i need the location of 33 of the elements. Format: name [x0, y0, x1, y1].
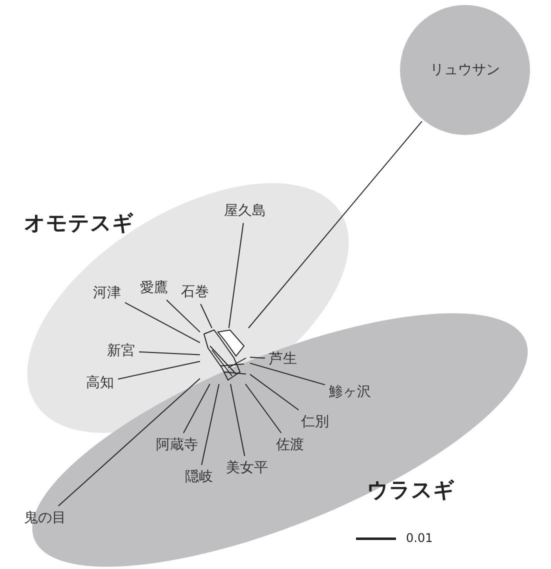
- branch-line: [118, 360, 200, 380]
- branch-line: [166, 300, 200, 333]
- taxon-label: リュウサン: [430, 61, 500, 79]
- taxon-label: 佐渡: [274, 435, 306, 455]
- group-heading: ウラスギ: [367, 477, 455, 504]
- branch-line: [124, 302, 200, 344]
- branch-line: [250, 374, 300, 410]
- branch-line: [228, 222, 244, 328]
- branch-line: [182, 384, 210, 434]
- branch-line: [230, 384, 246, 456]
- taxon-label: 阿蔵寺: [154, 435, 200, 455]
- taxon-label: 高知: [84, 373, 116, 393]
- taxon-label: 鯵ヶ沢: [327, 382, 373, 402]
- taxon-label: 鬼の目: [22, 508, 68, 528]
- taxon-label: 屋久島: [222, 201, 268, 221]
- branch-line: [200, 304, 212, 328]
- taxon-label: 愛鷹: [138, 278, 170, 298]
- branch-line: [248, 120, 422, 328]
- branch-line: [138, 351, 200, 356]
- taxon-label: 仁別: [299, 412, 331, 432]
- branch-line: [250, 356, 266, 359]
- taxon-label: 芦生: [267, 349, 299, 369]
- taxon-label: 美女平: [224, 458, 270, 478]
- branch-line: [244, 384, 282, 434]
- group-heading: オモテスギ: [24, 210, 134, 237]
- branch-line: [58, 378, 200, 506]
- branch-line: [250, 362, 326, 386]
- taxon-label: 河津: [91, 283, 123, 303]
- scale-label: 0.01: [406, 531, 433, 545]
- taxon-label: 新宮: [105, 341, 137, 361]
- taxon-label: 隠岐: [183, 467, 215, 487]
- taxon-label: 石巻: [179, 282, 211, 302]
- branch-line: [201, 384, 220, 466]
